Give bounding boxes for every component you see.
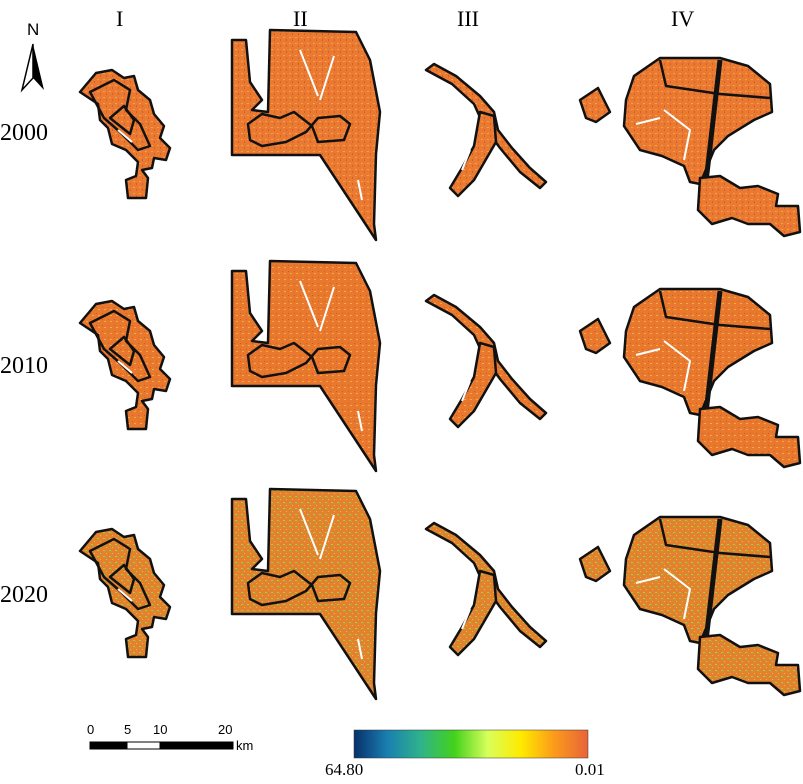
year-label-2020: 2020 xyxy=(0,582,48,608)
map-panel-2000-1 xyxy=(78,68,172,200)
legend-max-label: 64.80 xyxy=(325,760,364,779)
map-panel-2020-2 xyxy=(230,487,382,701)
map-panel-2020-1 xyxy=(78,527,172,659)
column-label-4: IV xyxy=(671,6,695,31)
map-panel-2010-4 xyxy=(580,289,800,467)
column-label-2: II xyxy=(293,6,308,31)
north-arrow-icon xyxy=(20,43,44,93)
scale-unit: km xyxy=(236,738,254,753)
map-panel-2010-2 xyxy=(230,259,382,473)
map-panel-2000-4 xyxy=(580,58,800,236)
map-panel-2010-3 xyxy=(424,293,548,429)
column-label-3: III xyxy=(457,6,479,31)
legend-color-bar xyxy=(353,729,589,759)
scale-tick-5: 5 xyxy=(124,722,132,737)
map-panel-2020-3 xyxy=(424,521,548,657)
scale-tick-0: 0 xyxy=(87,722,95,737)
north-label: N xyxy=(27,20,40,39)
map-panel-2000-2 xyxy=(230,28,382,242)
scale-tick-20: 20 xyxy=(218,722,233,737)
map-panel-2020-4 xyxy=(580,517,800,695)
legend-min-label: 0.01 xyxy=(575,760,605,779)
year-label-2000: 2000 xyxy=(0,120,48,146)
scale-bar xyxy=(89,741,234,750)
map-panel-2000-3 xyxy=(424,62,548,198)
year-label-2010: 2010 xyxy=(0,353,48,379)
scale-tick-10: 10 xyxy=(153,722,168,737)
column-label-1: I xyxy=(116,6,124,31)
map-panel-2010-1 xyxy=(78,299,172,431)
